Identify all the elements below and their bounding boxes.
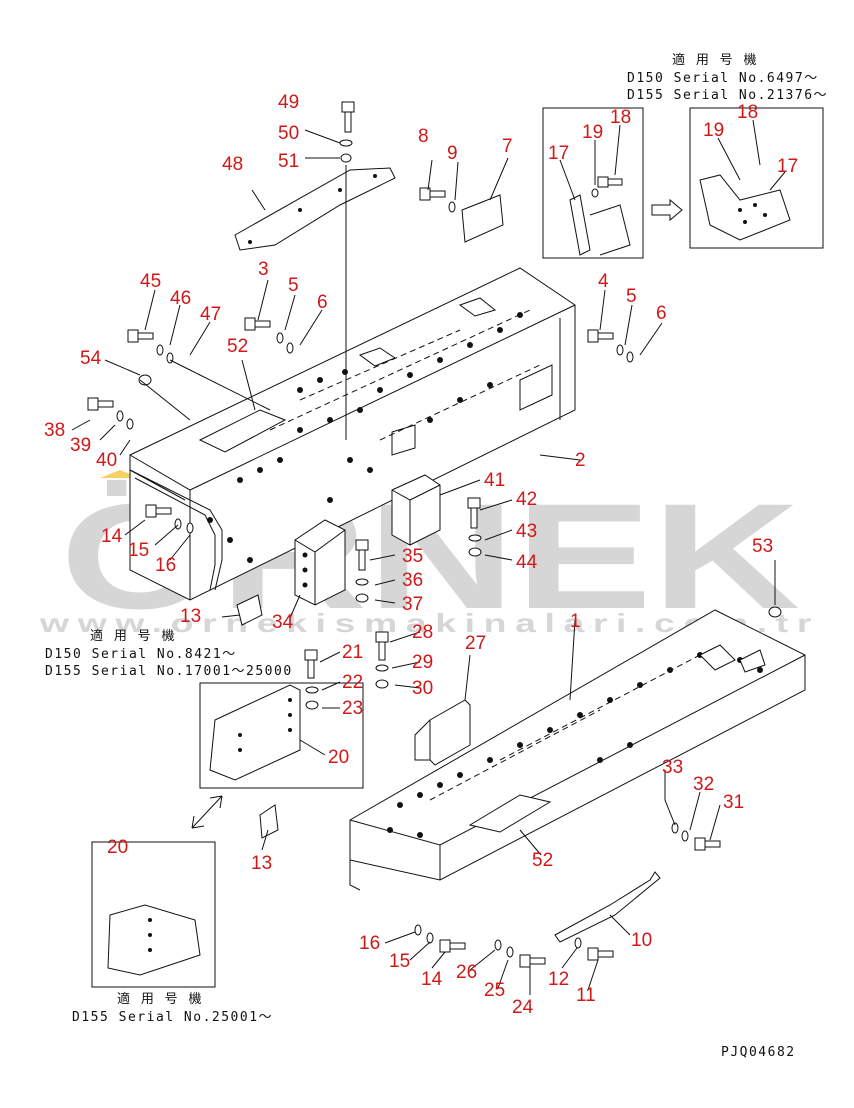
label-51: 51	[278, 151, 299, 172]
leader-lines	[71, 119, 786, 995]
label-42: 42	[516, 489, 537, 510]
label-27: 27	[465, 633, 486, 654]
note-middle-left-heading: 適 用 号 機	[90, 628, 176, 644]
label-22: 22	[342, 672, 363, 693]
label-43: 43	[516, 521, 537, 542]
label-16-upper: 16	[155, 555, 176, 576]
label-18-new: 18	[737, 102, 758, 123]
note-middle-left-line2: D155 Serial No.17001〜25000	[45, 664, 293, 679]
plate-part-7	[461, 194, 504, 243]
plate-part-48	[234, 167, 396, 251]
label-16-lower: 16	[359, 933, 380, 954]
note-top-right: 適 用 号 機 D150 Serial No.6497〜 D155 Serial…	[627, 52, 828, 103]
label-8: 8	[418, 126, 429, 147]
label-50: 50	[278, 123, 299, 144]
label-17-new: 17	[777, 156, 798, 177]
note-top-right-heading: 適 用 号 機	[672, 52, 758, 68]
label-37: 37	[402, 594, 423, 615]
label-23: 23	[342, 698, 363, 719]
label-39: 39	[70, 435, 91, 456]
label-2: 2	[575, 450, 586, 471]
clip-part-13-lower	[259, 804, 279, 839]
upper-frame-part-2	[129, 267, 576, 601]
label-5-right: 5	[626, 286, 637, 307]
inset-box-part-17-new	[651, 107, 824, 249]
label-26: 26	[456, 962, 477, 983]
label-13-upper: 13	[180, 606, 201, 627]
label-17-old: 17	[548, 143, 569, 164]
label-15-lower: 15	[389, 951, 410, 972]
label-36: 36	[402, 570, 423, 591]
label-52-upper: 52	[227, 336, 248, 357]
bracket-part-41	[391, 474, 441, 546]
label-18-old: 18	[610, 107, 631, 128]
label-28: 28	[412, 622, 433, 643]
label-53: 53	[752, 536, 773, 557]
label-29: 29	[412, 652, 433, 673]
rod-part-10	[554, 871, 661, 943]
label-38: 38	[44, 420, 65, 441]
label-7: 7	[502, 136, 513, 157]
label-34: 34	[272, 612, 294, 633]
label-46: 46	[170, 288, 191, 309]
fasteners	[87, 101, 782, 968]
rod-part-40	[129, 469, 223, 591]
label-3: 3	[258, 259, 269, 280]
label-35: 35	[402, 546, 423, 567]
note-bottom-left: 適 用 号 機 D155 Serial No.25001〜	[72, 991, 273, 1025]
label-40: 40	[96, 450, 117, 471]
bracket-part-34	[294, 519, 346, 606]
label-13-lower: 13	[251, 853, 272, 874]
label-6-left: 6	[317, 292, 328, 313]
inset-box-part-17-old	[542, 107, 644, 259]
label-48: 48	[222, 154, 243, 175]
label-49: 49	[278, 92, 299, 113]
arrow-right-icon	[651, 198, 683, 222]
label-6-right: 6	[656, 303, 667, 324]
drawing-code: PJQ04682	[721, 1045, 796, 1060]
label-19-old: 19	[582, 122, 603, 143]
label-1: 1	[570, 611, 581, 632]
label-31: 31	[723, 792, 744, 813]
label-10: 10	[631, 930, 652, 951]
label-54: 54	[80, 348, 102, 369]
label-32: 32	[693, 774, 714, 795]
label-5-left: 5	[288, 275, 299, 296]
label-14-upper: 14	[101, 526, 123, 547]
label-24: 24	[512, 997, 534, 1018]
label-12: 12	[548, 969, 569, 990]
inset-box-part-20-middle	[199, 682, 364, 789]
note-bottom-left-line1: D155 Serial No.25001〜	[72, 1010, 273, 1025]
note-middle-left: 適 用 号 機 D150 Serial No.8421〜 D155 Serial…	[45, 628, 293, 679]
double-arrow-icon	[191, 795, 223, 829]
label-41: 41	[484, 470, 505, 491]
clip-part-13-upper	[236, 594, 263, 626]
label-15-upper: 15	[128, 540, 149, 561]
note-middle-left-line1: D150 Serial No.8421〜	[45, 647, 237, 662]
part-labels: 49 50 51 48 8 9 7 17 19 18 19 18 17 3 5 …	[44, 92, 798, 1018]
label-25: 25	[484, 980, 505, 1001]
label-47: 47	[200, 304, 221, 325]
label-30: 30	[412, 678, 433, 699]
label-45: 45	[140, 271, 161, 292]
label-19-new: 19	[703, 120, 724, 141]
label-44: 44	[516, 552, 538, 573]
label-4: 4	[598, 271, 609, 292]
label-11: 11	[576, 985, 596, 1006]
note-top-right-line1: D150 Serial No.6497〜	[627, 71, 819, 86]
label-20-bottom: 20	[107, 837, 128, 858]
label-21: 21	[342, 642, 363, 663]
label-33: 33	[662, 757, 683, 778]
lower-frame-part-1	[349, 609, 806, 891]
label-14-lower: 14	[421, 969, 443, 990]
label-52-lower: 52	[532, 850, 553, 871]
note-bottom-left-heading: 適 用 号 機	[117, 991, 203, 1007]
note-top-right-line2: D155 Serial No.21376〜	[627, 88, 828, 103]
label-9: 9	[447, 143, 458, 164]
label-20-middle: 20	[328, 747, 349, 768]
inset-box-part-20-bottom	[91, 795, 223, 988]
